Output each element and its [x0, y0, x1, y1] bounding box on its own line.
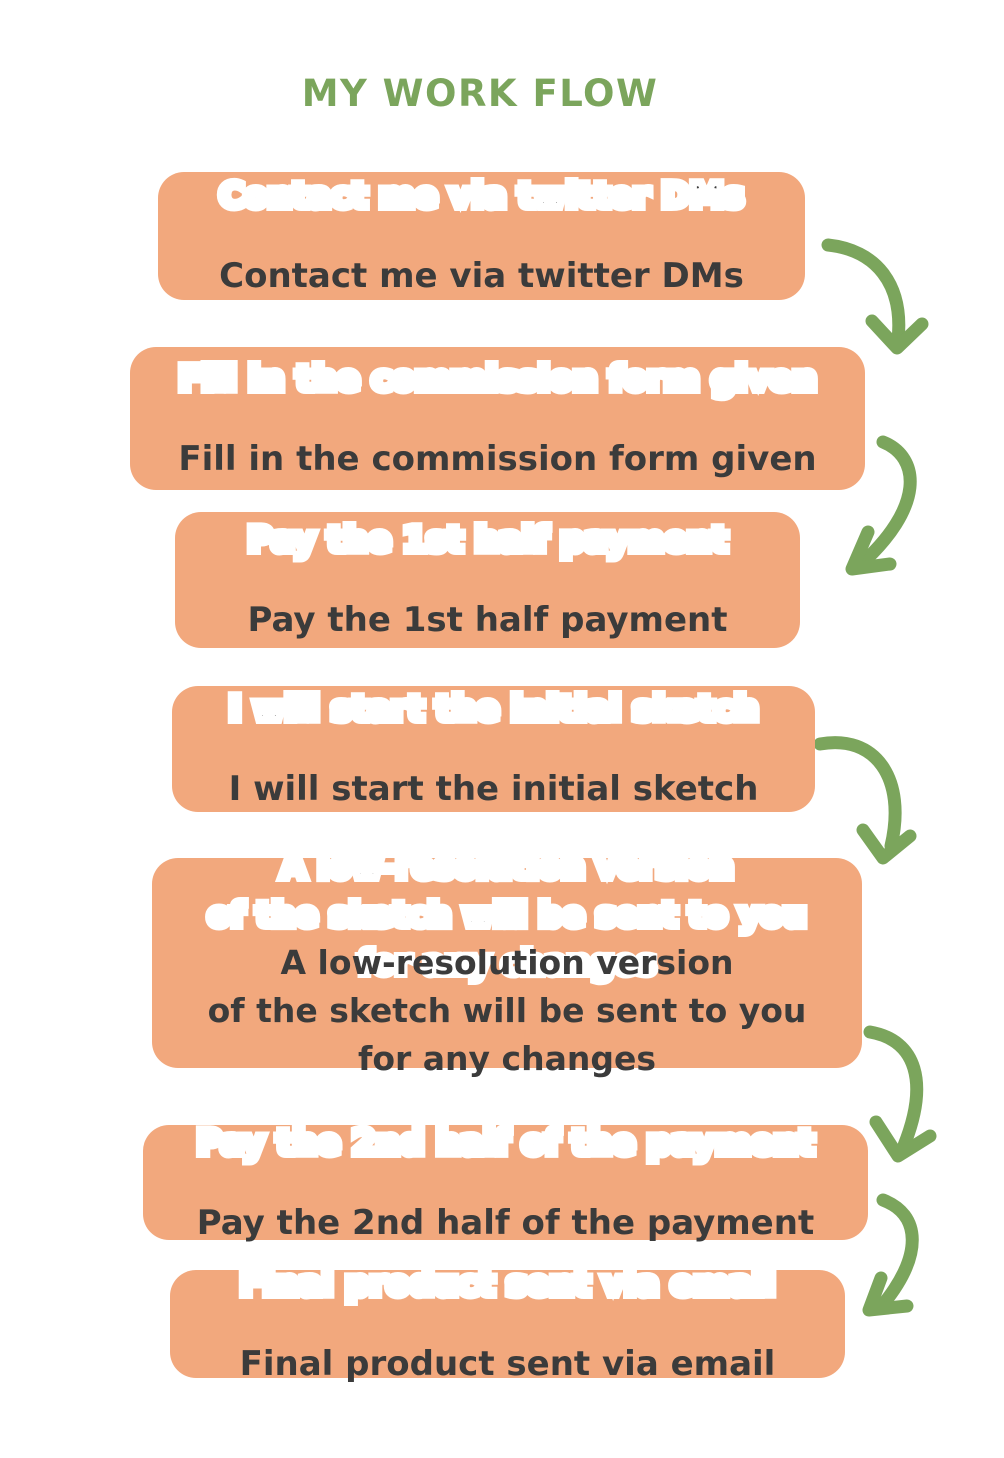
- curved-arrow-icon: [845, 435, 917, 576]
- step-box-final-product: Final product sent via email Final produ…: [170, 1260, 845, 1384]
- step-box-contact: Contact me via twitter DMs Contact me vi…: [158, 172, 805, 300]
- step-label: I will start the initial sketch I will s…: [190, 685, 797, 809]
- step-box-initial-sketch: I will start the initial sketch I will s…: [172, 685, 815, 812]
- step-label-text: Final product sent via email: [239, 1344, 776, 1384]
- curved-arrow-icon: [862, 1193, 919, 1317]
- step-label-outline: A low-resolution version of the sketch w…: [204, 843, 811, 986]
- step-label: A low-resolution version of the sketch w…: [170, 843, 844, 1082]
- step-label-outline: Final product sent via email: [236, 1260, 780, 1308]
- step-label: Contact me via twitter DMs Contact me vi…: [176, 172, 787, 296]
- step-label-outline: Contact me via twitter DMs: [215, 172, 748, 220]
- step-box-first-payment: Pay the 1st half payment Pay the 1st hal…: [175, 512, 800, 648]
- curved-arrow-icon: [821, 238, 929, 355]
- page-title: MY WORK FLOW: [301, 72, 659, 115]
- step-label: Final product sent via email Final produ…: [188, 1260, 827, 1384]
- step-label: Pay the 2nd half of the payment Pay the …: [161, 1119, 850, 1243]
- step-label: Pay the 1st half payment Pay the 1st hal…: [193, 516, 782, 640]
- curved-arrow-icon: [863, 1025, 937, 1163]
- step-label-outline: Pay the 1st half payment: [243, 516, 731, 564]
- step-label-text: Pay the 2nd half of the payment: [196, 1202, 815, 1243]
- step-box-low-res-version: A low-resolution version of the sketch w…: [152, 843, 862, 1078]
- step-label-outline: I will start the initial sketch: [225, 685, 763, 733]
- step-label: Fill in the commission form given Fill i…: [148, 355, 847, 479]
- step-label-outline: Pay the 2nd half of the payment: [193, 1119, 818, 1167]
- curved-arrow-icon: [815, 736, 917, 865]
- step-label-text: Contact me via twitter DMs: [219, 256, 744, 296]
- step-label-text: Fill in the commission form given: [178, 438, 817, 479]
- step-box-second-payment: Pay the 2nd half of the payment Pay the …: [143, 1119, 868, 1243]
- step-label-outline: Fill in the commission form given: [174, 355, 820, 403]
- step-box-form: Fill in the commission form given Fill i…: [130, 347, 865, 490]
- step-label-text: I will start the initial sketch: [228, 769, 759, 809]
- step-label-text: A low-resolution version of the sketch w…: [207, 943, 807, 1078]
- step-label-text: Pay the 1st half payment: [247, 600, 728, 640]
